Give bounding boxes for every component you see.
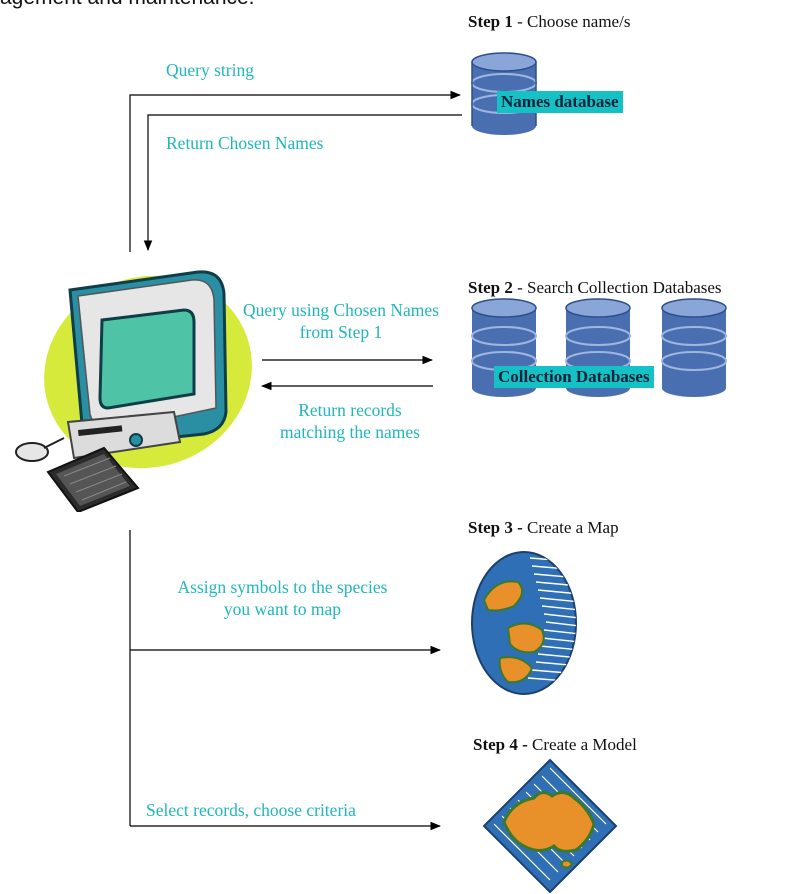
step-1-title: - Choose name/s	[512, 12, 631, 31]
step-2-title: - Search Collection Databases	[512, 278, 722, 297]
collection-db-1	[471, 298, 537, 397]
label-query-line-2: from Step 1	[299, 321, 383, 342]
step-4-title: Create a Model	[527, 735, 637, 754]
collection-db-3	[661, 298, 727, 397]
label-return-records-line-1: Return records	[298, 400, 402, 420]
step-3-heading: Step 3 - Create a Map	[468, 518, 619, 538]
step-1-heading: Step 1 - Choose name/s	[468, 12, 630, 32]
step-4-number: Step 4 -	[473, 735, 528, 754]
step-3-title: Create a Map	[522, 518, 619, 537]
step-2-number: Step 2	[468, 278, 513, 297]
step-2-heading: Step 2 - Search Collection Databases	[468, 278, 722, 298]
collection-databases-icon	[471, 298, 727, 397]
label-return-records-line-2: matching the names	[280, 421, 420, 442]
model-map-icon	[482, 758, 618, 894]
label-query-line-1: Query using Chosen Names	[243, 300, 439, 320]
label-return-records: Return records matching the names	[250, 400, 450, 444]
cut-off-heading: agement and maintenance.	[0, 0, 255, 10]
label-query-string: Query string	[166, 60, 254, 80]
collection-databases-label: Collection Databases	[494, 366, 654, 388]
arrow-query-string	[129, 90, 462, 252]
computer-icon	[15, 270, 252, 512]
step-1-number: Step 1	[468, 12, 513, 31]
label-select-records: Select records, choose criteria	[146, 800, 356, 820]
arrow-return-chosen-names	[143, 114, 462, 252]
label-query-using-chosen-names: Query using Chosen Names from Step 1	[213, 300, 469, 344]
label-return-chosen-names: Return Chosen Names	[166, 133, 324, 153]
step-4-heading: Step 4 - Create a Model	[473, 735, 637, 755]
label-assign-symbols: Assign symbols to the species you want t…	[140, 577, 425, 621]
label-assign-line-1: Assign symbols to the species	[177, 577, 388, 597]
globe-icon	[471, 551, 577, 695]
label-assign-line-2: you want to map	[223, 598, 342, 619]
step-3-number: Step 3 -	[468, 518, 523, 537]
names-database-label: Names database	[497, 91, 623, 113]
